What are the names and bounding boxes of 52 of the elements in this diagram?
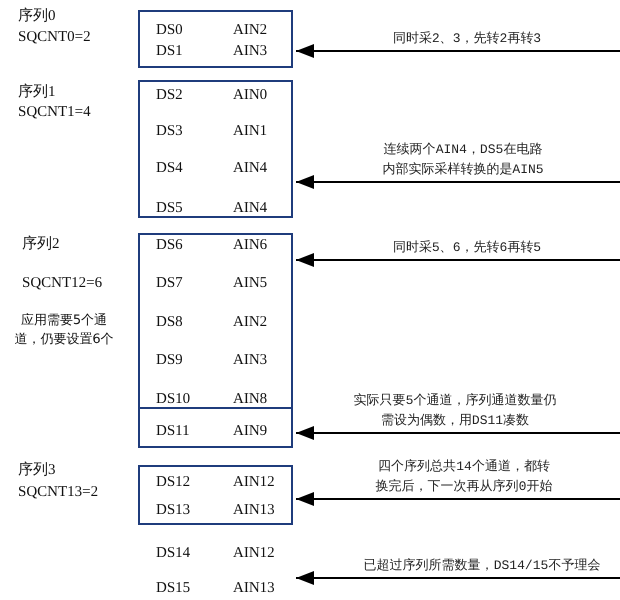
sequence-box	[138, 233, 293, 409]
sequence-note: SQCNT12=6	[22, 274, 102, 292]
slot-name: DS8	[156, 313, 183, 331]
input-name: AIN2	[233, 21, 268, 39]
sequence-note: 序列2	[22, 235, 60, 253]
input-name: AIN4	[233, 199, 268, 217]
input-name: AIN1	[233, 122, 268, 140]
input-name: AIN13	[233, 579, 275, 597]
slot-name: DS7	[156, 274, 183, 292]
input-name: AIN0	[233, 86, 268, 104]
input-name: AIN5	[233, 274, 268, 292]
slot-name: DS3	[156, 122, 183, 140]
slot-name: DS11	[156, 422, 190, 440]
slot-name: DS0	[156, 21, 183, 39]
input-name: AIN8	[233, 390, 268, 408]
slot-name: DS6	[156, 236, 183, 254]
sequence-box	[138, 407, 293, 448]
sequence-box	[138, 10, 293, 68]
slot-name: DS13	[156, 501, 190, 519]
input-name: AIN13	[233, 501, 275, 519]
slot-name: DS9	[156, 351, 183, 369]
sequence-box	[138, 80, 293, 218]
input-name: AIN9	[233, 422, 268, 440]
slot-name: DS15	[156, 579, 190, 597]
arrow	[296, 253, 620, 267]
input-name: AIN2	[233, 313, 268, 331]
input-name: AIN3	[233, 42, 268, 60]
input-name: AIN12	[233, 473, 275, 491]
slot-name: DS4	[156, 159, 183, 177]
input-name: AIN6	[233, 236, 268, 254]
slot-name: DS14	[156, 544, 190, 562]
slot-name: DS1	[156, 42, 183, 60]
slot-name: DS5	[156, 199, 183, 217]
input-name: AIN12	[233, 544, 275, 562]
input-name: AIN4	[233, 159, 268, 177]
arrow	[296, 571, 620, 585]
sequence-note: 序列0	[18, 7, 56, 25]
sequence-note: 序列1	[18, 83, 56, 101]
slot-name: DS2	[156, 86, 183, 104]
slot-name: DS10	[156, 390, 190, 408]
input-name: AIN3	[233, 351, 268, 369]
sequence-note: SQCNT1=4	[18, 103, 91, 121]
sequence-note: SQCNT13=2	[18, 483, 98, 501]
arrow	[296, 44, 620, 58]
sequence-note: 序列3	[18, 461, 56, 479]
sequence-note: SQCNT0=2	[18, 28, 91, 46]
arrow	[296, 426, 620, 440]
sequence-box	[138, 465, 293, 525]
arrow	[296, 175, 620, 189]
arrow	[296, 492, 620, 506]
slot-name: DS12	[156, 473, 190, 491]
sequence-note: 应用需要5个通道，仍要设置6个	[13, 312, 115, 349]
